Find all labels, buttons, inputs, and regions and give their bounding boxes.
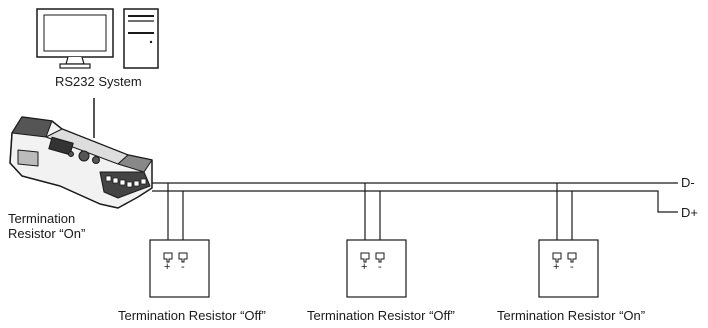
- terminal-plus-icon: [163, 252, 173, 263]
- device-3-label: Termination Resistor “On”: [497, 308, 646, 323]
- device-1-label: Termination Resistor “Off”: [118, 308, 266, 323]
- device-2-terminal-plus: +: [361, 261, 368, 273]
- converter-label-line2: Resistor “On”: [8, 226, 86, 241]
- device-3-terminal-minus: -: [570, 261, 574, 273]
- terminal-minus-icon: [567, 252, 577, 263]
- device-1-terminal-plus: +: [164, 261, 171, 273]
- rs232-system: [36, 8, 159, 69]
- system-label: RS232 System: [55, 74, 142, 89]
- bus-line-d-plus: [152, 190, 678, 213]
- device-1-terminal-minus: -: [181, 261, 185, 273]
- bus-label-d-minus: D-: [681, 175, 695, 190]
- device-box-2: [346, 239, 407, 298]
- terminal-plus-icon: [360, 252, 370, 263]
- terminal-minus-icon: [178, 252, 188, 263]
- terminal-minus-icon: [375, 252, 385, 263]
- tower-icon: [123, 8, 159, 69]
- rs485-bus: [152, 182, 678, 213]
- terminal-plus-icon: [552, 252, 562, 263]
- monitor-icon: [36, 8, 114, 69]
- device-2-terminal-minus: -: [378, 261, 382, 273]
- device-2-label: Termination Resistor “Off”: [307, 308, 455, 323]
- device-drops: [167, 183, 573, 240]
- bus-label-d-plus: D+: [681, 205, 698, 220]
- device-box-1: [149, 239, 210, 298]
- device-box-3: [538, 239, 599, 298]
- converter-device-icon: [9, 116, 153, 209]
- converter-label-line1: Termination: [8, 211, 76, 226]
- device-3-terminal-plus: +: [553, 261, 560, 273]
